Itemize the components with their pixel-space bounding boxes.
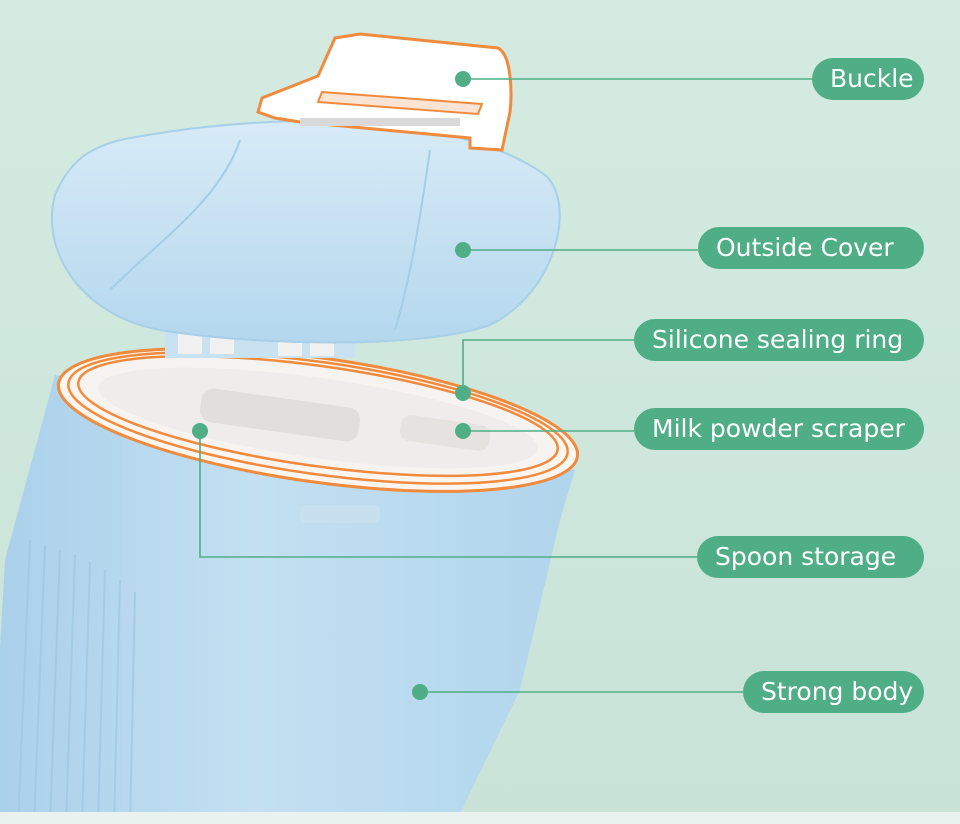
silicone-ring-highlight bbox=[56, 347, 580, 523]
leader-lines bbox=[199, 78, 812, 693]
label-buckle: Buckle bbox=[812, 58, 924, 100]
outside-cover bbox=[50, 120, 561, 344]
anchor-dots bbox=[192, 71, 471, 700]
label-outside-cover: Outside Cover bbox=[698, 227, 924, 269]
bottom-strip bbox=[0, 812, 960, 824]
label-spoon-storage: Spoon storage bbox=[697, 536, 924, 578]
buckle-highlight bbox=[256, 32, 513, 152]
label-strong-body: Strong body bbox=[743, 671, 924, 713]
label-silicone-sealing-ring: Silicone sealing ring bbox=[634, 319, 924, 361]
label-milk-powder-scraper: Milk powder scraper bbox=[634, 408, 924, 450]
